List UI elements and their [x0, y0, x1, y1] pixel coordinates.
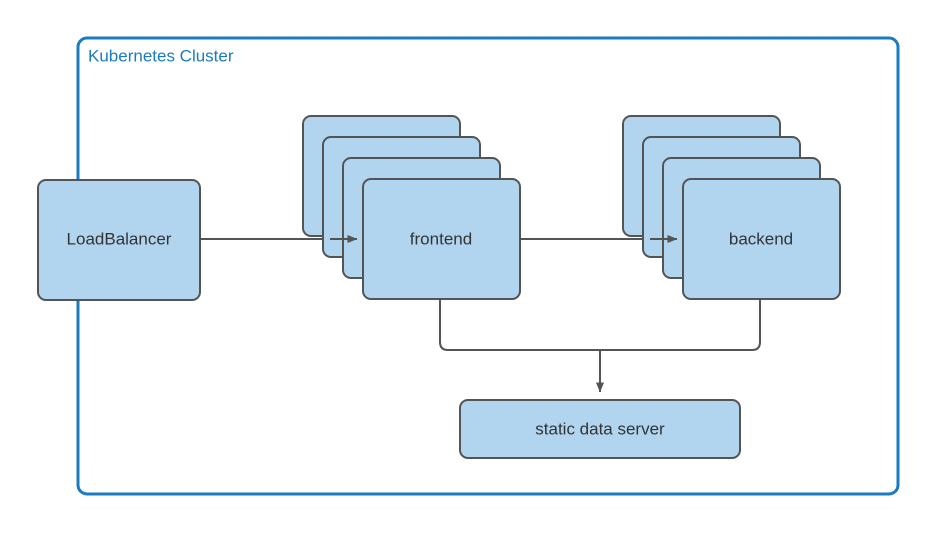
node-loadbalancer[interactable]: LoadBalancer: [37, 179, 201, 301]
edge-backend-to-static[interactable]: [599, 298, 761, 351]
backend-label: backend: [729, 229, 793, 248]
node-static-data-server[interactable]: static data server: [459, 399, 741, 459]
static-data-server-label: static data server: [535, 419, 665, 438]
cluster-label: Kubernetes Cluster: [88, 46, 234, 65]
backend-replica-card-1: [682, 178, 841, 300]
node-backend[interactable]: backend: [622, 115, 841, 300]
edge-frontend-to-static-path: [439, 298, 601, 351]
edge-frontend-to-static[interactable]: [439, 298, 601, 351]
loadbalancer-box: [37, 179, 201, 301]
static-data-server-box: [459, 399, 741, 459]
edge-backend-to-static-path: [599, 298, 761, 351]
frontend-label: frontend: [410, 229, 472, 248]
node-frontend[interactable]: frontend: [302, 115, 521, 300]
loadbalancer-label: LoadBalancer: [67, 229, 172, 248]
